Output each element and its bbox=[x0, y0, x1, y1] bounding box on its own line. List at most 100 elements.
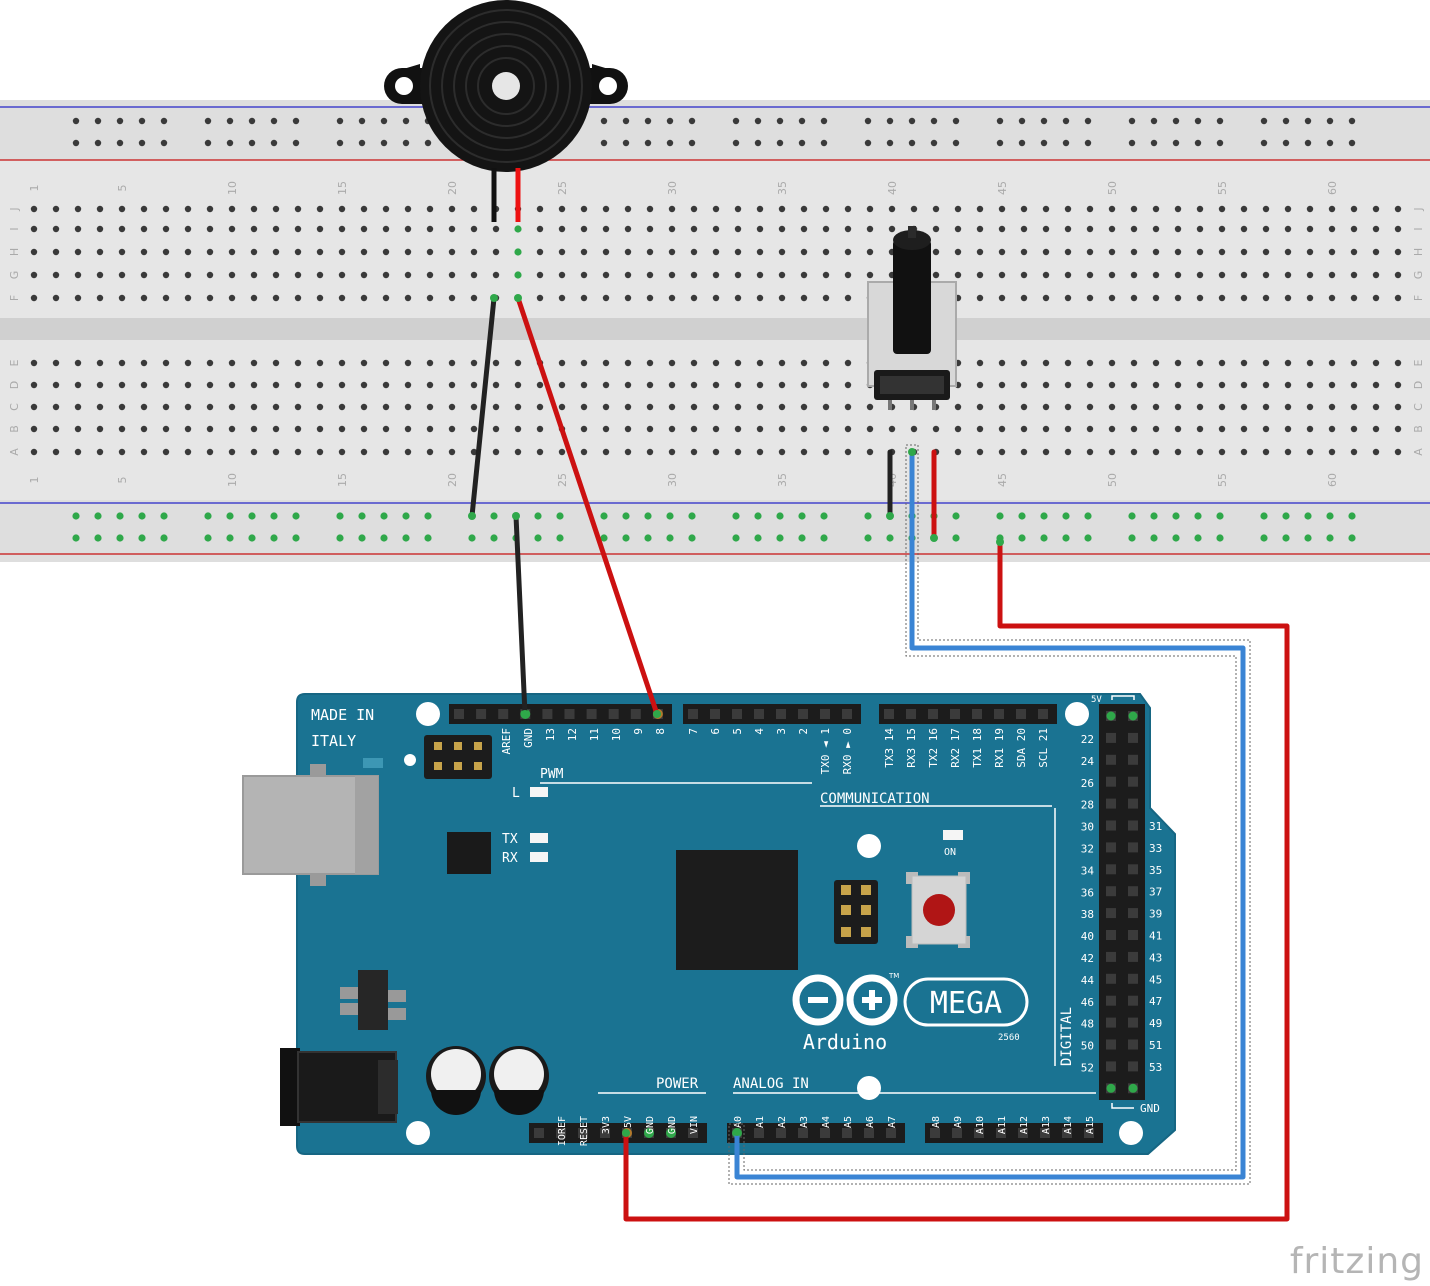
breadboard-hole[interactable] bbox=[228, 381, 236, 389]
rail-hole[interactable] bbox=[864, 512, 872, 520]
rail-hole[interactable] bbox=[1018, 139, 1026, 147]
breadboard-hole[interactable] bbox=[756, 205, 764, 213]
rail-hole[interactable] bbox=[1084, 512, 1092, 520]
rail-hole[interactable] bbox=[798, 139, 806, 147]
breadboard-hole[interactable] bbox=[1240, 381, 1248, 389]
breadboard-hole[interactable] bbox=[96, 294, 104, 302]
breadboard-hole[interactable] bbox=[756, 248, 764, 256]
breadboard-hole[interactable] bbox=[1350, 425, 1358, 433]
breadboard-hole[interactable] bbox=[646, 271, 654, 279]
rail-hole[interactable] bbox=[138, 512, 146, 520]
rail-hole[interactable] bbox=[160, 534, 168, 542]
breadboard-hole[interactable] bbox=[844, 225, 852, 233]
breadboard-hole[interactable] bbox=[1108, 225, 1116, 233]
rail-hole[interactable] bbox=[1216, 534, 1224, 542]
rail-hole[interactable] bbox=[886, 117, 894, 125]
breadboard-hole[interactable] bbox=[470, 359, 478, 367]
breadboard-hole[interactable] bbox=[976, 248, 984, 256]
header-pin[interactable] bbox=[578, 1128, 588, 1138]
breadboard-hole[interactable] bbox=[514, 248, 522, 256]
rail-hole[interactable] bbox=[358, 512, 366, 520]
rail-hole[interactable] bbox=[138, 117, 146, 125]
breadboard-hole[interactable] bbox=[734, 425, 742, 433]
breadboard-hole[interactable] bbox=[1152, 205, 1160, 213]
breadboard-hole[interactable] bbox=[800, 294, 808, 302]
header-pin[interactable] bbox=[776, 709, 786, 719]
breadboard-hole[interactable] bbox=[360, 205, 368, 213]
breadboard-hole[interactable] bbox=[250, 448, 258, 456]
breadboard-hole[interactable] bbox=[1218, 448, 1226, 456]
rail-hole[interactable] bbox=[1304, 117, 1312, 125]
header-pin[interactable] bbox=[1128, 930, 1138, 940]
breadboard-hole[interactable] bbox=[1152, 381, 1160, 389]
header-pin[interactable] bbox=[1106, 886, 1116, 897]
breadboard-hole[interactable] bbox=[1328, 359, 1336, 367]
breadboard-hole[interactable] bbox=[690, 205, 698, 213]
breadboard-hole[interactable] bbox=[118, 205, 126, 213]
breadboard-hole[interactable] bbox=[162, 448, 170, 456]
breadboard-hole[interactable] bbox=[514, 271, 522, 279]
breadboard-hole[interactable] bbox=[536, 403, 544, 411]
breadboard-hole[interactable] bbox=[844, 448, 852, 456]
breadboard-hole[interactable] bbox=[360, 248, 368, 256]
breadboard-hole[interactable] bbox=[52, 359, 60, 367]
breadboard-hole[interactable] bbox=[976, 271, 984, 279]
breadboard-hole[interactable] bbox=[1196, 403, 1204, 411]
breadboard-hole[interactable] bbox=[1372, 225, 1380, 233]
breadboard-hole[interactable] bbox=[1262, 271, 1270, 279]
breadboard-hole[interactable] bbox=[1328, 271, 1336, 279]
breadboard-hole[interactable] bbox=[558, 381, 566, 389]
breadboard-hole[interactable] bbox=[998, 205, 1006, 213]
header-pin[interactable] bbox=[1128, 973, 1138, 984]
rail-hole[interactable] bbox=[1128, 512, 1136, 520]
header-pin[interactable] bbox=[586, 709, 597, 719]
breadboard-hole[interactable] bbox=[1350, 248, 1358, 256]
breadboard-hole[interactable] bbox=[360, 359, 368, 367]
breadboard-hole[interactable] bbox=[294, 248, 302, 256]
breadboard-hole[interactable] bbox=[822, 294, 830, 302]
breadboard-hole[interactable] bbox=[1152, 403, 1160, 411]
rail-hole[interactable] bbox=[886, 534, 894, 542]
breadboard-hole[interactable] bbox=[448, 248, 456, 256]
breadboard-hole[interactable] bbox=[96, 205, 104, 213]
breadboard-hole[interactable] bbox=[668, 448, 676, 456]
breadboard-hole[interactable] bbox=[404, 225, 412, 233]
breadboard-hole[interactable] bbox=[536, 448, 544, 456]
breadboard-hole[interactable] bbox=[514, 448, 522, 456]
breadboard-hole[interactable] bbox=[1042, 403, 1050, 411]
rail-hole[interactable] bbox=[798, 512, 806, 520]
breadboard-hole[interactable] bbox=[162, 205, 170, 213]
breadboard-hole[interactable] bbox=[932, 225, 940, 233]
rail-hole[interactable] bbox=[248, 139, 256, 147]
breadboard-hole[interactable] bbox=[976, 294, 984, 302]
breadboard-hole[interactable] bbox=[558, 225, 566, 233]
breadboard-hole[interactable] bbox=[1130, 225, 1138, 233]
breadboard-hole[interactable] bbox=[1020, 205, 1028, 213]
rail-hole[interactable] bbox=[402, 139, 410, 147]
breadboard-hole[interactable] bbox=[976, 448, 984, 456]
breadboard-hole[interactable] bbox=[624, 403, 632, 411]
rail-hole[interactable] bbox=[1348, 534, 1356, 542]
breadboard-hole[interactable] bbox=[998, 294, 1006, 302]
breadboard-hole[interactable] bbox=[646, 425, 654, 433]
breadboard-hole[interactable] bbox=[360, 403, 368, 411]
breadboard-hole[interactable] bbox=[712, 359, 720, 367]
breadboard-hole[interactable] bbox=[1350, 271, 1358, 279]
breadboard-hole[interactable] bbox=[1020, 271, 1028, 279]
breadboard-hole[interactable] bbox=[558, 271, 566, 279]
breadboard-hole[interactable] bbox=[118, 448, 126, 456]
rail-hole[interactable] bbox=[600, 117, 608, 125]
header-pin[interactable] bbox=[1106, 908, 1116, 919]
breadboard-hole[interactable] bbox=[1306, 205, 1314, 213]
header-pin[interactable] bbox=[884, 709, 894, 719]
rail-hole[interactable] bbox=[402, 534, 410, 542]
breadboard-hole[interactable] bbox=[1372, 381, 1380, 389]
breadboard-hole[interactable] bbox=[778, 205, 786, 213]
rail-hole[interactable] bbox=[644, 534, 652, 542]
rail-hole[interactable] bbox=[138, 139, 146, 147]
breadboard-hole[interactable] bbox=[52, 225, 60, 233]
breadboard-hole[interactable] bbox=[1130, 425, 1138, 433]
rail-hole[interactable] bbox=[1172, 117, 1180, 125]
rail-hole[interactable] bbox=[1216, 139, 1224, 147]
rail-hole[interactable] bbox=[1084, 117, 1092, 125]
